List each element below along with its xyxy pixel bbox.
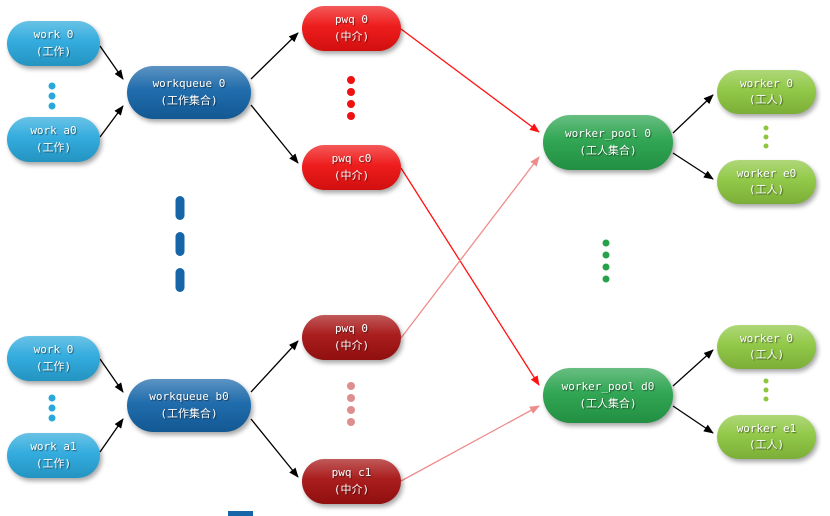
ellipsis-dots-pwq-top [347, 76, 355, 120]
node-label: pwq c1 [331, 466, 372, 479]
node-worker-e1: worker e1 (工人) [717, 415, 816, 459]
node-work-a1: work a1 (工作) [7, 433, 100, 478]
node-worker-pool-d0: worker_pool d0 (工人集合) [543, 368, 673, 423]
node-sublabel: (中介) [333, 338, 370, 352]
ellipsis-dots-worker-top [763, 125, 769, 149]
node-sublabel: (工作) [35, 140, 72, 154]
node-label: worker e0 [736, 166, 797, 180]
node-sublabel: (工人) [748, 93, 785, 106]
edge-workerpool0-to-worker0-top [672, 94, 714, 134]
edge-workerpool0-to-workere0 [672, 152, 714, 180]
edge-pwq0-top-to-workerpool0 [400, 28, 540, 133]
node-label: work 0 [33, 28, 74, 41]
node-sublabel: (工作集合) [160, 93, 218, 107]
edge-workqueueb0-to-pwq0-bottom [250, 340, 299, 393]
node-worker-e0: worker e0 (工人) [717, 160, 816, 204]
edge-workerpoold0-to-workere1 [672, 405, 714, 434]
edge-worka0-to-workqueue0 [99, 105, 124, 138]
node-label: work 0 [33, 343, 74, 356]
node-sublabel: (工人) [748, 183, 785, 196]
node-sublabel: (工作) [35, 456, 72, 470]
node-sublabel: (工人) [748, 348, 785, 361]
node-label: pwq 0 [334, 13, 369, 26]
node-sublabel: (工作集合) [160, 406, 218, 420]
node-label: workqueue b0 [149, 390, 229, 403]
node-pwq-c1: pwq c1 (中介) [302, 459, 401, 504]
node-worker-0-bottom: worker 0 (工人) [717, 325, 816, 369]
node-workqueue-0: workqueue 0 (工作集合) [127, 66, 251, 119]
node-label: worker 0 [740, 76, 793, 90]
node-sublabel: (工人集合) [579, 143, 637, 157]
node-pwq-c0: pwq c0 (中介) [302, 145, 401, 190]
node-sublabel: (中介) [333, 482, 370, 496]
node-workqueue-b0: workqueue b0 (工作集合) [127, 379, 251, 432]
edge-worka1-to-workqueueb0 [99, 418, 124, 453]
node-worker-0-top: worker 0 (工人) [717, 70, 816, 114]
edge-workerpoold0-to-worker0-bottom [672, 349, 714, 387]
edge-workqueue0-to-pwq0-top [250, 32, 299, 80]
node-worker-pool-0: worker_pool 0 (工人集合) [543, 115, 673, 170]
node-sublabel: (工作) [35, 44, 72, 58]
ellipsis-dots-worker-pool [602, 239, 610, 283]
ellipsis-dots-worker-bottom [763, 378, 769, 402]
node-sublabel: (工人集合) [579, 396, 637, 410]
node-label: work a1 [30, 440, 77, 453]
node-pwq-0-top: pwq 0 (中介) [302, 6, 401, 51]
node-label: worker 0 [740, 331, 793, 345]
node-label: worker e1 [736, 421, 797, 435]
node-work-a0: work a0 (工作) [7, 117, 100, 162]
edge-workqueueb0-to-pwqc1 [250, 418, 299, 478]
node-label: worker_pool d0 [561, 380, 655, 393]
node-sublabel: (工作) [35, 359, 72, 373]
node-work-0-bottom: work 0 (工作) [7, 336, 100, 381]
node-sublabel: (中介) [333, 29, 370, 43]
node-label: pwq c0 [331, 152, 372, 165]
edge-work0-bottom-to-workqueueb0 [99, 358, 124, 393]
edge-workqueue0-to-pwqc0 [250, 104, 299, 164]
node-pwq-0-bottom: pwq 0 (中介) [302, 315, 401, 360]
ellipsis-dots-pwq-bottom [347, 382, 355, 426]
ellipsis-dashes-workqueue [175, 196, 185, 292]
node-work-0-top: work 0 (工作) [7, 21, 100, 66]
node-sublabel: (工人) [748, 438, 785, 451]
ellipsis-dots-work-bottom [48, 394, 56, 422]
edge-pwqc0-to-workerpoold0 [400, 167, 540, 386]
node-sublabel: (中介) [333, 168, 370, 182]
node-label: pwq 0 [334, 322, 369, 335]
ellipsis-dots-work-top [48, 82, 56, 110]
node-label: workqueue 0 [152, 77, 226, 90]
node-label: worker_pool 0 [564, 127, 652, 140]
edge-pwqc1-to-workerpoold0 [400, 405, 540, 482]
node-label: work a0 [30, 124, 77, 137]
edge-pwq0-bottom-to-workerpool0 [400, 156, 540, 339]
edge-work0-top-to-workqueue0 [99, 45, 124, 80]
clipped-shape-bottom-edge [228, 511, 253, 516]
